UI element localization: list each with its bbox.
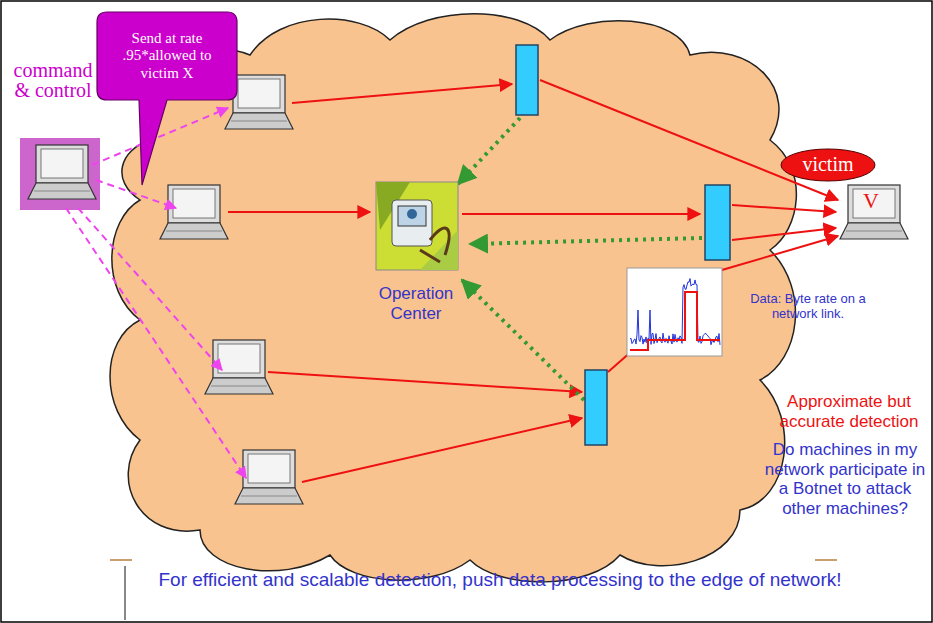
laptop-icon bbox=[205, 340, 273, 394]
chart-note: Data: Byte rate on a network link. bbox=[728, 292, 888, 322]
node-text: Operation Center bbox=[360, 284, 472, 323]
victim-node: victimV bbox=[780, 148, 920, 248]
node-text: victim bbox=[780, 151, 876, 177]
blue-question: Do machines in my network participate in… bbox=[762, 440, 928, 518]
node-text: V bbox=[856, 188, 886, 214]
laptop-icon bbox=[235, 450, 303, 504]
red-question: Approximate but accurate detection bbox=[770, 392, 928, 431]
byte-rate-chart bbox=[627, 268, 722, 356]
node-text: Send at rate .95*allowed to victim X bbox=[97, 24, 237, 88]
laptop-icon bbox=[160, 185, 228, 239]
laptop-icon bbox=[840, 185, 908, 239]
caption: For efficient and scalable detection, pu… bbox=[150, 569, 850, 592]
operation-center-icon bbox=[376, 182, 458, 270]
monitor-boxes bbox=[516, 45, 730, 445]
laptop-icon bbox=[28, 145, 96, 199]
operation-center: Operation Center bbox=[360, 180, 472, 328]
speech-bubble: Send at rate .95*allowed to victim X bbox=[97, 12, 237, 100]
node-text: command & control bbox=[8, 60, 98, 100]
cc-highlight bbox=[20, 138, 100, 210]
command-label: command & control bbox=[8, 60, 98, 110]
